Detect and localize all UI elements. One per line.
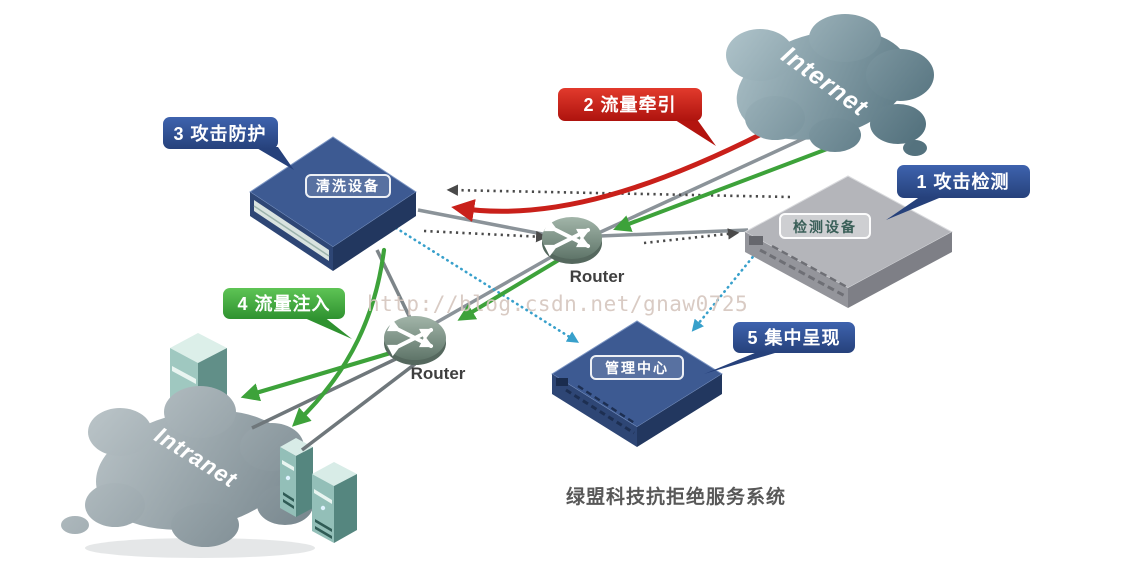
report-cleaning-to-management [394, 226, 580, 343]
clean-traffic-router-to-edge [457, 256, 564, 321]
step-4-label: 4 流量注入 [237, 293, 330, 314]
router-cross-arrows-icon [386, 319, 434, 357]
intranet-links [240, 247, 417, 452]
server-tower-small-2 [312, 462, 357, 543]
diversion-arrow [451, 111, 802, 222]
link-core-router-detection [599, 228, 749, 238]
management-center: 管理中心 [551, 320, 723, 447]
step-badge-4: 4 流量注入 [223, 288, 352, 339]
edge-router: Router [384, 316, 466, 383]
diagram-title: 绿盟科技抗拒绝服务系统 [566, 485, 786, 508]
core-router-label: Router [570, 267, 625, 286]
clean-traffic-internet-to-router [613, 144, 837, 232]
detection-device: 检测设备 [743, 175, 954, 308]
detection-device-label: 检测设备 [793, 219, 857, 235]
link-edge-router-intranet-2 [300, 362, 417, 452]
intranet-cloud: Intranet [61, 386, 313, 547]
management-center-label: 管理中心 [605, 360, 669, 376]
signal-router-to-detection [643, 228, 740, 245]
link-core-router-edge-router [431, 250, 561, 327]
watermark: http://blog.csdn.net/gnaw0725 [367, 292, 748, 316]
signal-cleaning-to-router [423, 229, 548, 243]
step-badge-1: 1 攻击检测 [886, 165, 1030, 220]
injection-arrow [291, 247, 387, 427]
cleaning-device-label: 清洗设备 [316, 178, 380, 194]
internet-cloud: Internet [726, 14, 934, 156]
router-cross-arrows-icon [543, 219, 591, 257]
step-5-label: 5 集中呈现 [747, 327, 840, 348]
step-2-label: 2 流量牵引 [583, 94, 676, 115]
step-badge-3: 3 攻击防护 [163, 117, 294, 170]
link-cleaning-core-router [417, 208, 559, 239]
step-badge-5: 5 集中呈现 [704, 322, 855, 374]
report-detection-to-management [691, 251, 758, 332]
step-badge-2: 2 流量牵引 [558, 88, 716, 146]
step-3-label: 3 攻击防护 [173, 123, 266, 144]
cleaning-device: 清洗设备 [249, 136, 417, 271]
clean-traffic-to-intranet-1 [240, 349, 397, 402]
network-links [375, 111, 837, 343]
server-tower-small-1 [280, 438, 313, 517]
edge-router-label: Router [411, 364, 466, 383]
core-router: Router [542, 217, 625, 286]
detection-signal-to-cleaning [446, 184, 791, 199]
intranet-shadow [85, 538, 315, 558]
step-1-label: 1 攻击检测 [916, 171, 1009, 192]
